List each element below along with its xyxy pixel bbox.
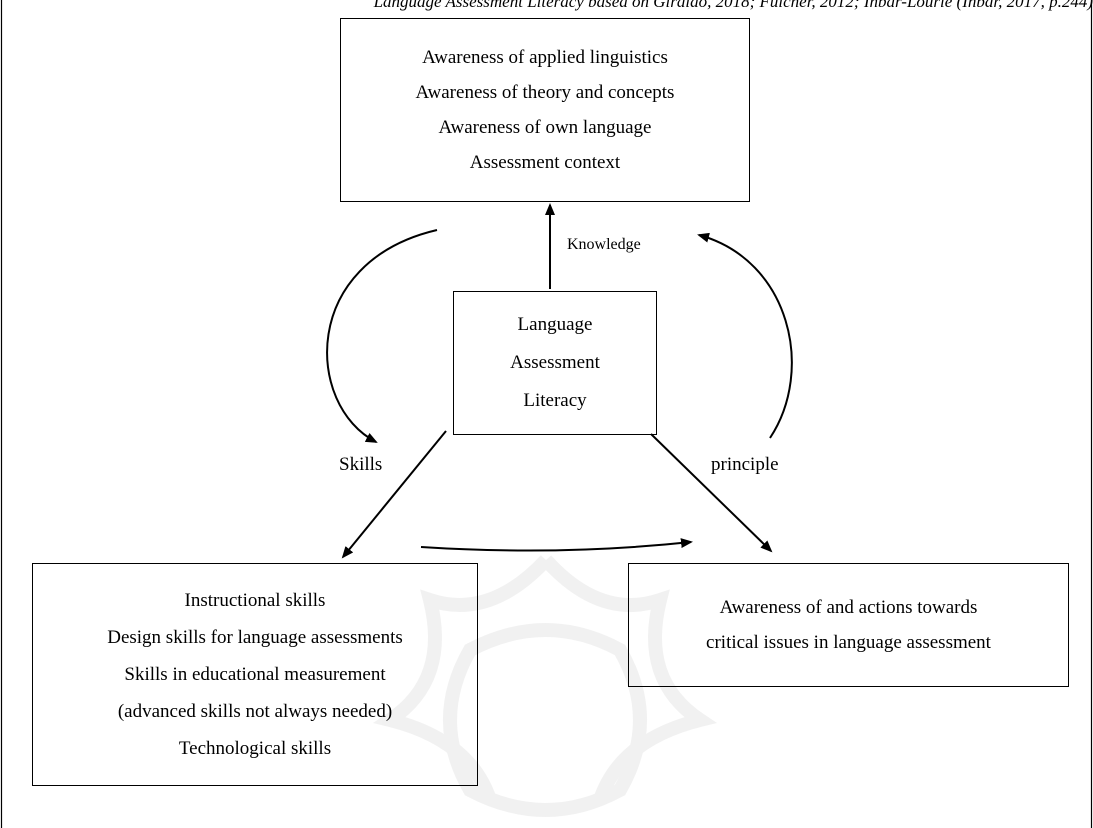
knowledge-item: Assessment context — [469, 152, 621, 173]
arrow-curve-knowledge-to-skills — [326, 229, 438, 443]
skills-item: Skills in educational measurement — [124, 664, 386, 685]
skills-item: Instructional skills — [184, 590, 326, 611]
center-line: Literacy — [523, 390, 587, 411]
knowledge-item: Awareness of applied linguistics — [422, 47, 668, 68]
principles-item: Awareness of and actions towards — [719, 597, 978, 618]
center-line: Language — [517, 314, 593, 335]
center-concept-box: Language Assessment Literacy — [453, 291, 657, 435]
knowledge-item: Awareness of own language — [438, 117, 652, 138]
skills-item: Design skills for language assessments — [107, 627, 403, 648]
arrow-to-principles — [650, 433, 773, 553]
principles-item: critical issues in language assessment — [706, 632, 991, 653]
knowledge-item: Awareness of theory and concepts — [415, 82, 675, 103]
skills-box: Instructional skills Design skills for l… — [32, 563, 478, 786]
center-line: Assessment — [510, 352, 600, 373]
caption-fragment: Language Assessment Literacy based on Gi… — [373, 0, 1093, 11]
skills-item: Technological skills — [178, 738, 332, 759]
knowledge-label: Knowledge — [567, 236, 641, 253]
arrow-skills-to-principles — [420, 538, 693, 552]
arrow-curve-principles-to-knowledge — [697, 232, 793, 439]
principles-box: Awareness of and actions towards critica… — [628, 563, 1069, 687]
skills-item: (advanced skills not always needed) — [117, 701, 393, 722]
knowledge-box: Awareness of applied linguistics Awarene… — [340, 18, 750, 202]
skills-label: Skills — [339, 454, 383, 475]
arrow-to-skills — [341, 430, 447, 559]
principle-label: principle — [711, 454, 779, 475]
